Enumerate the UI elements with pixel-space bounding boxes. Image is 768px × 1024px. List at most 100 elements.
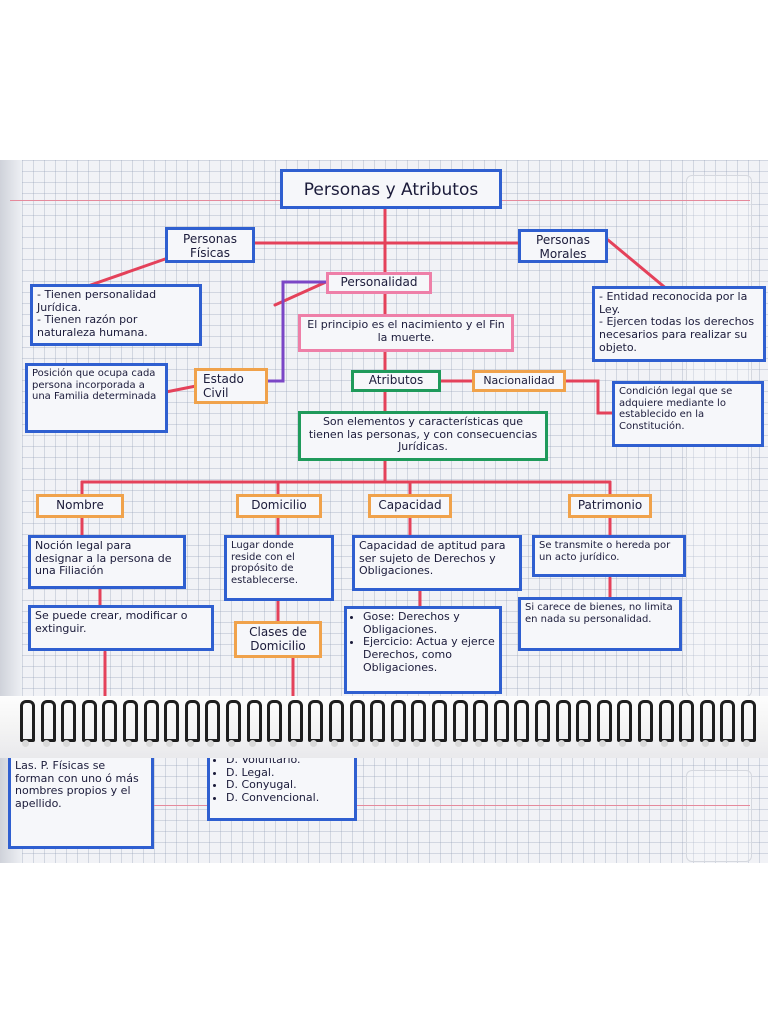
domicilio-desc: Lugar donde reside con el propósito de e…	[231, 540, 298, 586]
nombre-box: Nombre	[36, 494, 124, 518]
spiral-hole	[372, 740, 380, 747]
spiral-ring	[246, 700, 262, 742]
spiral-ring	[493, 700, 509, 742]
spiral-ring	[61, 700, 77, 742]
spiral-hole	[125, 740, 132, 747]
patrimonio-box: Patrimonio	[568, 494, 652, 518]
nombre-desc3: Las. P. Físicas se forman con uno ó más …	[15, 759, 139, 810]
spiral-hole	[269, 740, 277, 747]
margin-line-bottom	[10, 805, 750, 806]
spiral-ring	[411, 700, 427, 742]
atributos-desc: Son elementos y características que tien…	[308, 415, 538, 454]
clases-domicilio-label: Clases de Domicilio	[249, 625, 307, 653]
spiral-hole	[743, 740, 750, 747]
estado-civil-desc: Posición que ocupa cada persona incorpor…	[32, 368, 157, 402]
spiral-hole	[351, 740, 359, 747]
spiral-hole	[145, 740, 153, 747]
spiral-hole	[640, 740, 647, 747]
spiral-ring	[535, 700, 550, 742]
nombre-desc2: Se puede crear, modificar o extinguir.	[35, 609, 188, 635]
spiral-hole	[495, 740, 503, 747]
spiral-hole	[681, 740, 689, 747]
nacionalidad-desc: Condición legal que se adquiere mediante…	[619, 386, 733, 432]
clases-list-box: D. Voluntario. D. Legal. D. Conyugal. D.…	[207, 749, 357, 821]
spiral-ring	[226, 700, 241, 742]
spiral-ring	[287, 700, 303, 742]
morales-desc-line1: - Entidad reconocida por la Ley.	[599, 290, 748, 316]
spiral-hole	[228, 740, 235, 747]
nombre-desc1-box: Noción legal para designar a la persona …	[28, 535, 186, 589]
line-nacionalidad-desc	[562, 379, 614, 415]
spiral-ring	[184, 700, 200, 742]
patrimonio-desc2: Si carece de bienes, no limita en nada s…	[525, 602, 673, 625]
personalidad-desc-box: El principio es el nacimiento y el Fin l…	[298, 314, 514, 352]
spiral-hole	[248, 740, 256, 747]
spiral-hole	[22, 740, 29, 747]
morales-desc-box: - Entidad reconocida por la Ley. - Ejerc…	[592, 286, 766, 362]
spiral-hole	[578, 740, 586, 747]
title-box: Personas y Atributos	[280, 169, 502, 209]
page-margin-strip-lower	[686, 770, 752, 862]
spiral-hole	[434, 740, 441, 747]
spiral-ring	[699, 700, 715, 742]
page-edge	[0, 160, 22, 863]
nacionalidad-box: Nacionalidad	[472, 370, 566, 392]
spiral-ring	[123, 700, 138, 742]
capacidad-label: Capacidad	[378, 498, 442, 512]
personalidad-desc: El principio es el nacimiento y el Fin l…	[307, 318, 505, 344]
list-item: Gose: Derechos y Obligaciones.	[363, 610, 495, 636]
fisicas-desc-box: - Tienen personalidad Jurídica. - Tienen…	[30, 284, 202, 346]
line-fisicas-desc	[83, 256, 170, 289]
list-item: D. Legal.	[226, 766, 350, 780]
nombre-desc2-box: Se puede crear, modificar o extinguir.	[28, 605, 214, 651]
patrimonio-desc1: Se transmite o hereda por un acto jurídi…	[539, 540, 671, 563]
list-item: D. Conyugal.	[226, 779, 350, 792]
capacidad-box: Capacidad	[368, 494, 452, 518]
spiral-hole	[537, 740, 544, 747]
spiral-hole	[289, 740, 297, 747]
spiral-ring	[102, 700, 118, 742]
capacidad-list: Gose: Derechos y Obligaciones. Ejercicio…	[351, 610, 495, 674]
spiral-hole	[104, 740, 112, 747]
spiral-ring	[741, 700, 756, 742]
line-personalidad-estado	[267, 280, 326, 383]
spiral-hole	[413, 740, 421, 747]
spiral-ring	[596, 700, 612, 742]
spiral-ring	[205, 700, 221, 742]
patrimonio-desc1-box: Se transmite o hereda por un acto jurídi…	[532, 535, 686, 577]
clases-domicilio-box: Clases de Domicilio	[234, 621, 322, 658]
personalidad-label: Personalidad	[340, 275, 418, 289]
domicilio-desc-box: Lugar donde reside con el propósito de e…	[224, 535, 334, 601]
spiral-ring	[658, 700, 674, 742]
clases-list: D. Voluntario. D. Legal. D. Conyugal. D.…	[214, 753, 350, 805]
capacidad-desc-box: Capacidad de aptitud para ser sujeto de …	[352, 535, 522, 591]
spiral-ring	[576, 700, 592, 742]
spiral-ring	[370, 700, 386, 742]
nombre-label: Nombre	[56, 498, 104, 512]
spiral-hole	[166, 740, 174, 747]
spiral-ring	[473, 700, 489, 742]
spiral-ring	[40, 700, 56, 742]
estado-civil-desc-box: Posición que ocupa cada persona incorpor…	[25, 363, 168, 433]
spiral-ring	[720, 700, 736, 742]
spiral-hole	[186, 740, 194, 747]
fisicas-desc-line1: - Tienen personalidad Jurídica.	[37, 288, 157, 314]
morales-label: Personas Morales	[536, 233, 590, 261]
nombre-desc1: Noción legal para designar a la persona …	[35, 539, 172, 578]
line-morales-desc	[606, 238, 670, 292]
estado-civil-label: Estado Civil	[203, 372, 244, 400]
spiral-hole	[454, 740, 462, 747]
spiral-hole	[331, 740, 338, 747]
spiral-ring	[308, 700, 324, 742]
nacionalidad-desc-box: Condición legal que se adquiere mediante…	[612, 381, 764, 447]
morales-desc-line2: - Ejercen todas los derechos necesarios …	[599, 315, 755, 354]
fisicas-box: Personas Físicas	[165, 227, 255, 263]
list-item: D. Convencional.	[226, 791, 350, 805]
morales-box: Personas Morales	[518, 229, 608, 263]
spiral-ring	[143, 700, 159, 742]
spiral-hole	[701, 740, 709, 747]
fisicas-label: Personas Físicas	[183, 232, 237, 260]
fisicas-desc-line2: - Tienen razón por naturaleza humana.	[37, 313, 148, 339]
spiral-hole	[392, 740, 400, 747]
spiral-hole	[516, 740, 524, 747]
